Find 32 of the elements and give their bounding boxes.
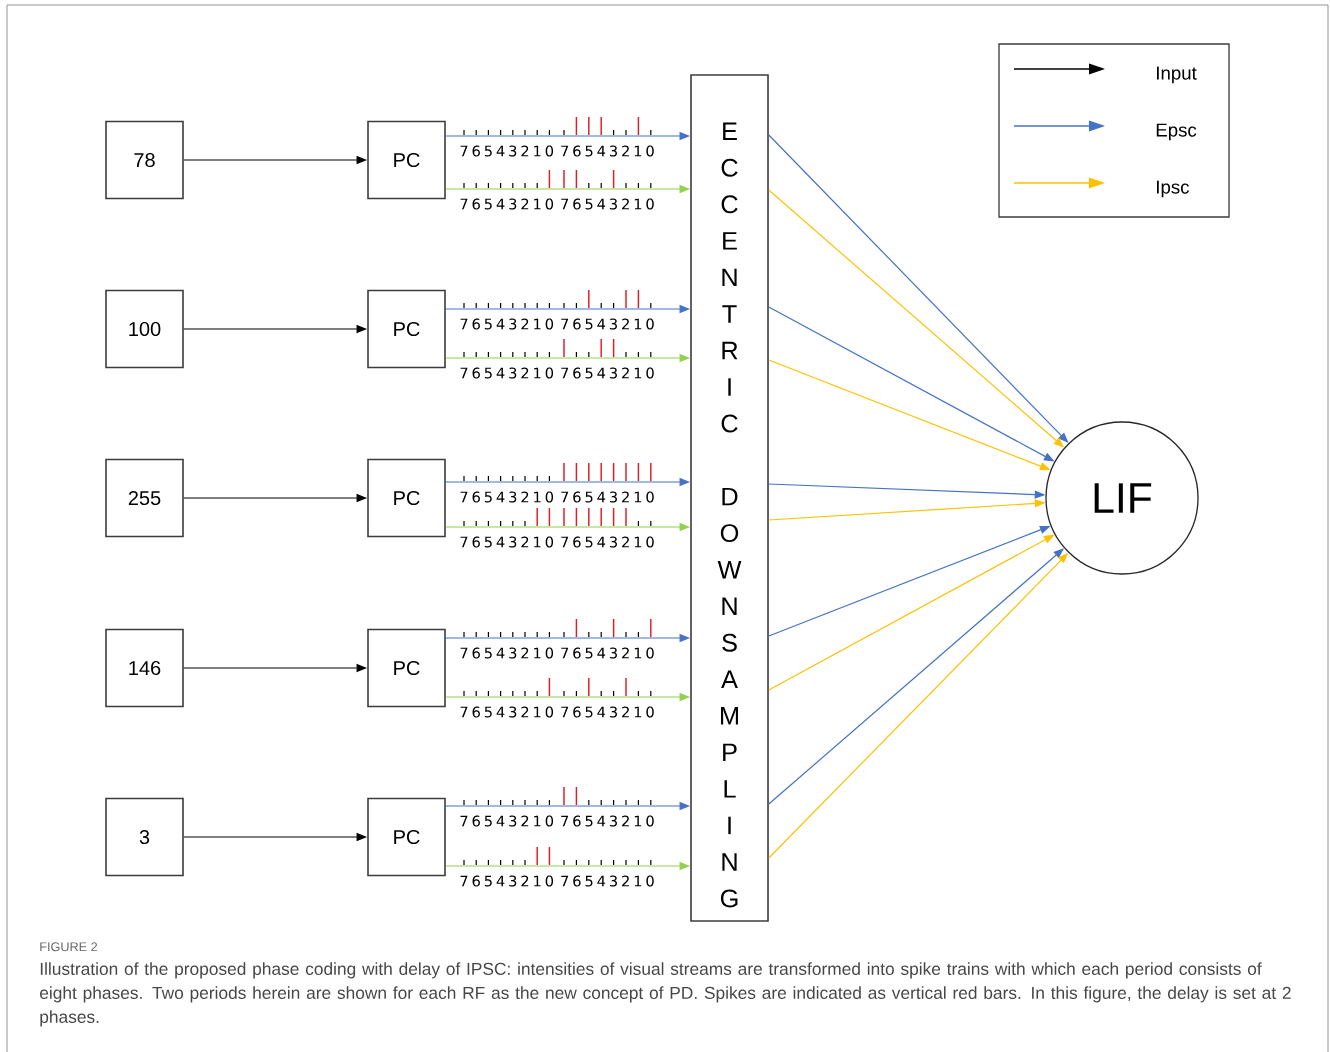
process-box: PC <box>367 628 446 708</box>
number-box: 100 <box>105 289 184 369</box>
downsampling-bar: ECCENTRIC DOWNSAMPLING <box>690 74 769 922</box>
phase-numbers: 7 6 5 4 3 2 1 0 <box>561 491 654 503</box>
phase-numbers: 7 6 5 4 3 2 1 0 <box>460 198 554 210</box>
number-box: 146 <box>105 628 184 708</box>
number-box: 255 <box>105 458 184 538</box>
phase-numbers: 7 6 5 4 3 2 1 0 <box>561 875 654 887</box>
arrow <box>768 548 1064 805</box>
legend-label: Ipsc <box>1157 180 1190 198</box>
phase-numbers: 7 6 5 4 3 2 1 0 <box>561 198 654 210</box>
phase-numbers: 7 6 5 4 3 2 1 0 <box>460 706 554 718</box>
process-box: PC <box>367 458 446 538</box>
process-box: PC <box>367 797 446 877</box>
phase-numbers: 7 6 5 4 3 2 1 0 <box>460 875 554 887</box>
phase-numbers: 7 6 5 4 3 2 1 0 <box>460 536 554 548</box>
figure-number: FIGURE 2 <box>40 942 98 952</box>
phase-numbers: 7 6 5 4 3 2 1 0 <box>561 815 654 827</box>
number-box: 78 <box>105 120 184 200</box>
caption: Illustration of the proposed phase coding with delay of IPSC: intensities of visual streams are transformed into spike trains with which each period consists of eight phases. Two periods herein are shown for each RF as the new concept of PD. Spikes are indicated as vertical red bars. In this figure, the delay is set at 2 phases. <box>40 962 1291 1027</box>
process-box: PC <box>367 289 446 369</box>
phase-numbers: 7 6 5 4 3 2 1 0 <box>460 367 554 379</box>
phase-numbers: 7 6 5 4 3 2 1 0 <box>561 145 654 157</box>
legend-label: Input <box>1157 66 1197 84</box>
number-box: 3 <box>105 797 184 877</box>
phase-numbers: 7 6 5 4 3 2 1 0 <box>561 367 654 379</box>
phase-numbers: 7 6 5 4 3 2 1 0 <box>561 318 654 330</box>
process-box: PC <box>367 120 446 200</box>
phase-numbers: 7 6 5 4 3 2 1 0 <box>561 647 654 659</box>
phase-numbers: 7 6 5 4 3 2 1 0 <box>561 536 654 548</box>
phase-numbers: 7 6 5 4 3 2 1 0 <box>561 706 654 718</box>
legend-label: Epsc <box>1156 123 1197 141</box>
